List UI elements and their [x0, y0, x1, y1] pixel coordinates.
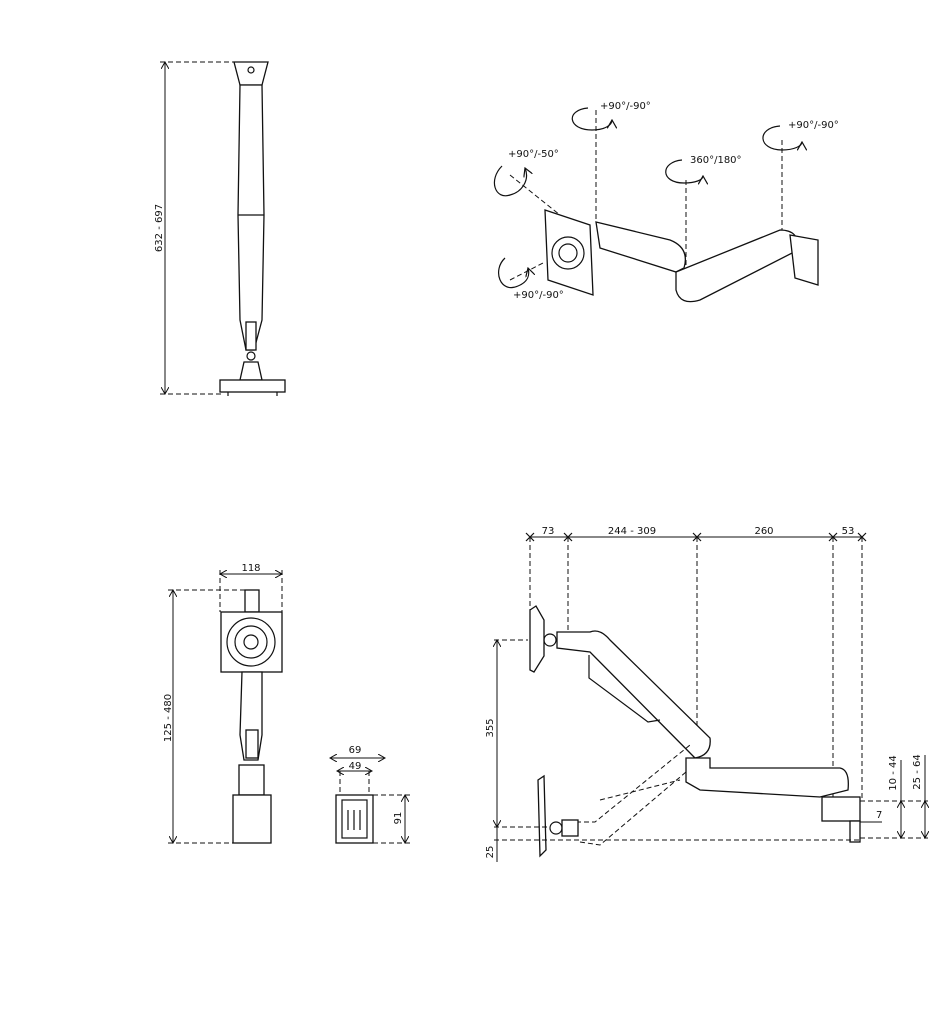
- lower-arm: [675, 229, 799, 303]
- reach-label: 260: [754, 526, 773, 537]
- rotation-wall-pivot: +90°/-90°: [788, 120, 839, 131]
- vesa-plate: [544, 209, 594, 296]
- inner-width-label: 49: [349, 761, 362, 772]
- vertical-travel-label: 355: [485, 718, 496, 737]
- monitor-plate-raised: [529, 605, 545, 673]
- upper-arm: [595, 221, 687, 273]
- rotate-arrow-icon: [493, 165, 526, 197]
- rotation-head-top: +90°/-90°: [600, 101, 651, 112]
- bottom-offset-label: 25: [485, 846, 496, 859]
- isometric-view: +90°/-90° +90°/-50° 360°/180° +90°/-90° …: [493, 101, 839, 303]
- clamp-detail: 69 49 91: [330, 745, 410, 843]
- height-label: 91: [393, 812, 404, 825]
- reach-label: 73: [542, 526, 555, 537]
- rotation-tilt: +90°/-50°: [508, 149, 559, 160]
- wall-bracket: [789, 234, 819, 286]
- rotate-arrow-icon: [571, 107, 612, 131]
- reach-label: 53: [842, 526, 855, 537]
- height-label: 632 - 697: [154, 204, 165, 252]
- height-label: 125 - 480: [163, 694, 174, 742]
- rotate-arrow-icon: [498, 257, 529, 289]
- clamp-gap-label: 7: [876, 810, 882, 821]
- clamp-range-1-label: 10 - 44: [888, 755, 899, 790]
- side-collapsed-view: 632 - 697: [154, 62, 286, 396]
- arm-body: [237, 84, 265, 351]
- desk-clamp: [232, 794, 272, 844]
- monitor-plate-lowered: [537, 774, 547, 858]
- rotation-head-bottom: +90°/-90°: [513, 290, 564, 301]
- lower-arm: [685, 757, 849, 798]
- clamp-range-2-label: 25 - 64: [912, 754, 923, 789]
- vesa-plate: [220, 611, 283, 673]
- reach-label: 244 - 309: [608, 526, 656, 537]
- outer-width-label: 69: [349, 745, 362, 756]
- rotation-elbow: 360°/180°: [690, 155, 742, 166]
- upper-arm-raised: [556, 630, 711, 759]
- width-label: 118: [241, 563, 260, 574]
- base-plate: [219, 379, 286, 393]
- rotate-arrow-icon: [665, 159, 703, 183]
- rotate-arrow-icon: [762, 125, 802, 151]
- wall-bracket: [821, 796, 861, 822]
- side-extended-view: 73 244 - 309 260 53 355 25 10 - 44: [485, 526, 928, 862]
- front-view: 118 125 - 480: [163, 563, 282, 843]
